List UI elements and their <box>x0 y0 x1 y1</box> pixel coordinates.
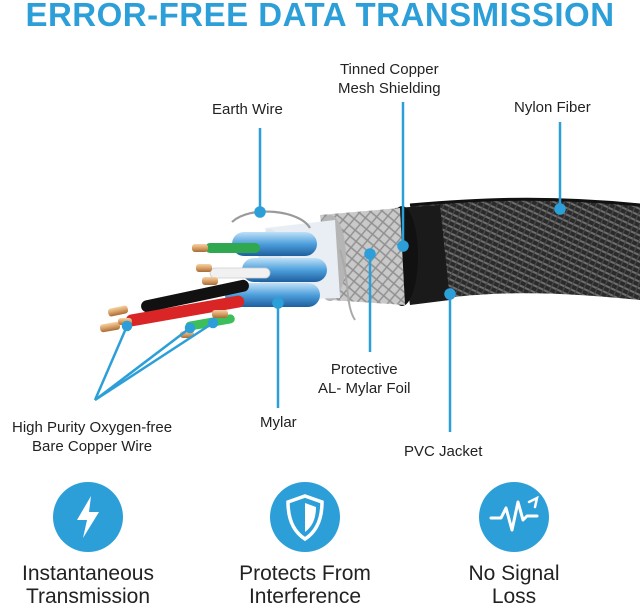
lightning-bolt-icon <box>53 482 123 552</box>
label-tinned-copper-line1: Tinned Copper <box>339 61 439 78</box>
label-pvc-jacket: PVC Jacket <box>404 443 483 460</box>
feature-line2: Transmission <box>25 585 151 608</box>
label-mylar: Mylar <box>260 414 297 431</box>
label-nylon-fiber: Nylon Fiber <box>514 99 591 116</box>
page-title: ERROR-FREE DATA TRANSMISSION <box>25 0 615 33</box>
feature-line2: Interference <box>248 585 362 608</box>
feature-line2: Loss <box>491 585 537 608</box>
label-protective-line1: Protective <box>330 361 398 378</box>
feature-no-signal-loss: No Signal Loss <box>414 482 614 608</box>
feature-instant-transmission: Instantaneous Transmission <box>0 482 188 608</box>
shield-icon <box>270 482 340 552</box>
feature-text: Protects From Interference <box>205 562 405 608</box>
label-tinned-copper-line2: Mesh Shielding <box>338 80 441 97</box>
callout-lines <box>93 102 566 432</box>
feature-text: Instantaneous Transmission <box>0 562 188 608</box>
label-protective-foil: Protective AL- Mylar Foil <box>318 360 411 398</box>
feature-line1: Protects From <box>239 562 371 585</box>
label-protective-line2: AL- Mylar Foil <box>318 380 411 397</box>
inner-wires <box>125 243 271 331</box>
label-earth-wire: Earth Wire <box>212 101 283 118</box>
cable-body <box>386 197 640 306</box>
cable-diagram <box>93 102 640 432</box>
label-copper-line2: Bare Copper Wire <box>32 438 153 455</box>
foil-edge <box>339 249 356 321</box>
feature-protects-interference: Protects From Interference <box>205 482 405 608</box>
feature-text: No Signal Loss <box>414 562 614 608</box>
earth-wire <box>231 210 311 229</box>
signal-wave-icon <box>479 482 549 552</box>
feature-line1: Instantaneous <box>22 562 154 585</box>
label-copper-line1: High Purity Oxygen-free <box>12 419 173 436</box>
feature-line1: No Signal <box>468 562 560 585</box>
label-copper-wire: High Purity Oxygen-free Bare Copper Wire <box>12 418 172 456</box>
label-tinned-copper-mesh: Tinned Copper Mesh Shielding <box>338 60 441 98</box>
